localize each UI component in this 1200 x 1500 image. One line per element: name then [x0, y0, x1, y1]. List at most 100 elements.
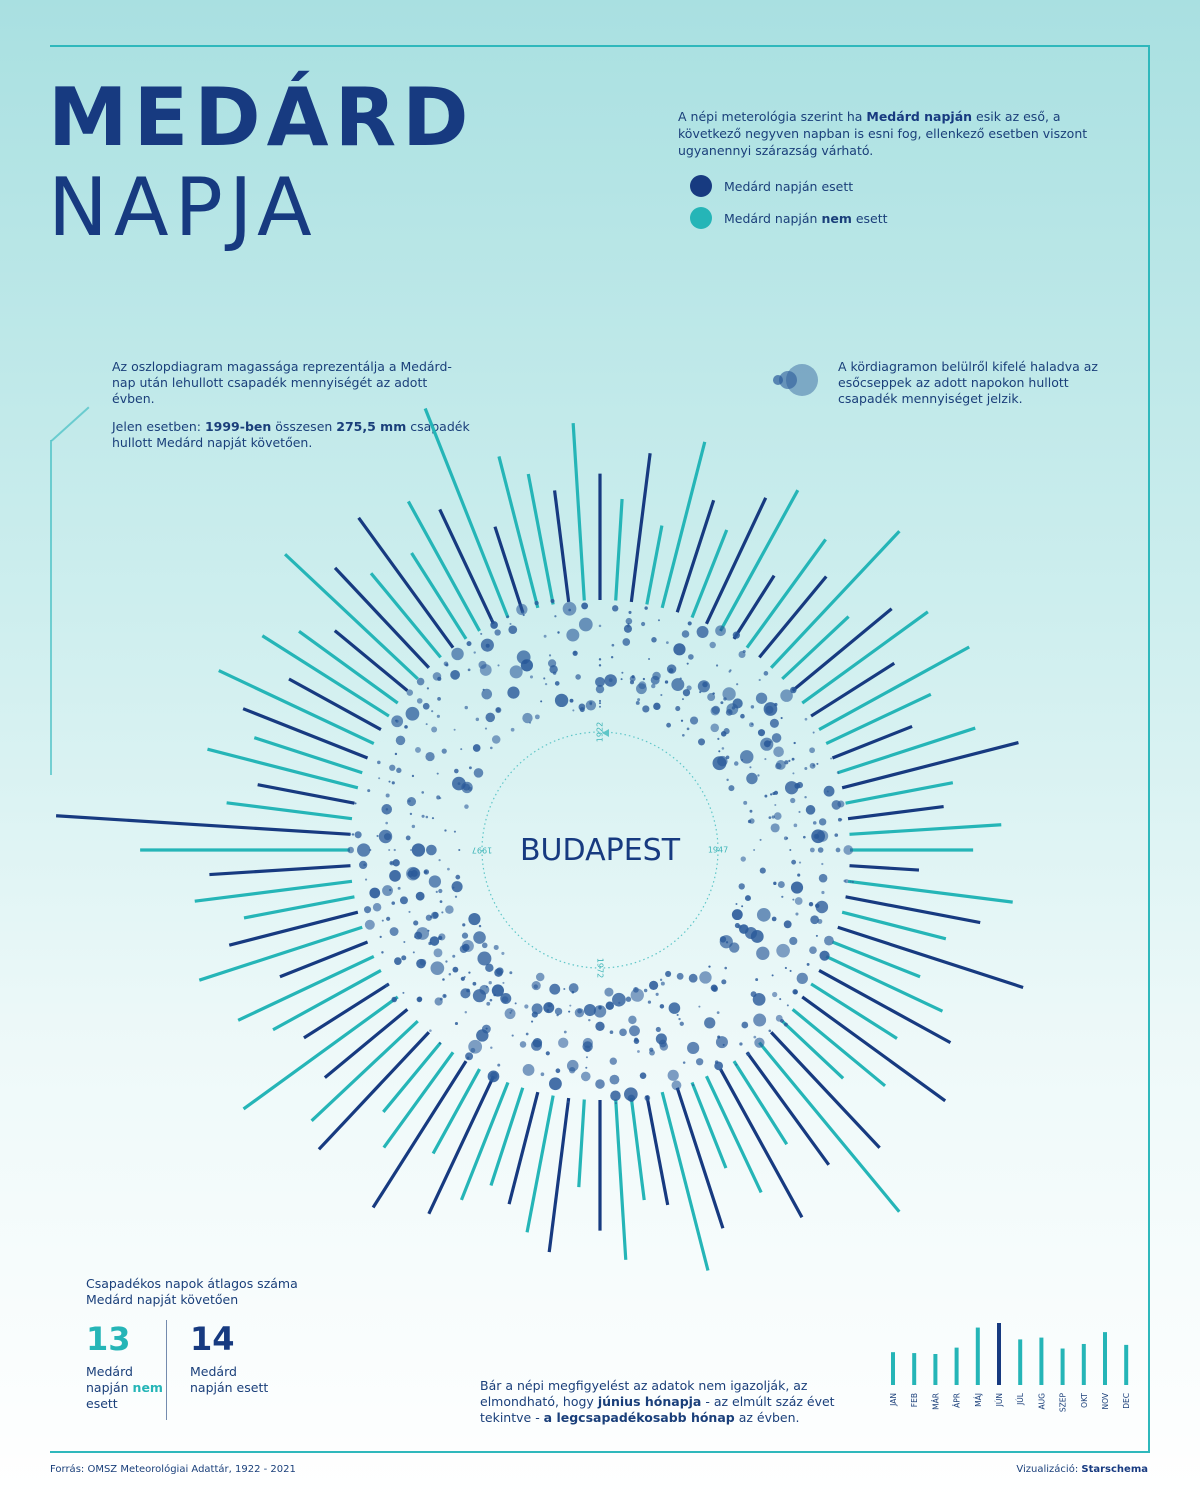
month-bar-JÚL: [1018, 1339, 1023, 1385]
raindrop: [763, 671, 769, 676]
raindrop: [639, 1072, 647, 1079]
raindrop: [725, 755, 730, 760]
raindrop: [425, 751, 435, 762]
raindrop: [740, 713, 745, 719]
month-bar-OKT: [1081, 1343, 1086, 1385]
note-bar-height-p1: Az oszlopdiagram magassága reprezentálja…: [112, 359, 452, 406]
raindrop: [793, 823, 798, 828]
raindrop: [555, 1068, 561, 1074]
raindrop: [563, 1030, 567, 1034]
raindrop: [771, 974, 774, 977]
raindrop: [835, 847, 841, 853]
raindrop: [507, 686, 520, 699]
raindrop: [728, 710, 732, 713]
raindrop: [776, 943, 790, 958]
radial-bar-2017: [493, 526, 525, 613]
raindrop: [659, 978, 663, 982]
raindrop: [753, 1013, 767, 1027]
raindrop: [388, 848, 391, 852]
raindrop: [391, 996, 397, 1003]
note-p2-amount: 275,5 mm: [336, 419, 407, 434]
raindrop: [425, 914, 433, 921]
raindrop: [779, 998, 782, 1001]
raindrop: [818, 818, 827, 826]
raindrop: [575, 674, 581, 680]
raindrop: [408, 867, 421, 880]
raindrop: [739, 924, 749, 934]
radial-bar-1989: [272, 969, 382, 1032]
raindrop: [390, 862, 393, 865]
raindrop: [549, 983, 561, 995]
radial-bar-1987: [242, 995, 399, 1111]
radial-bar-1940: [825, 692, 932, 746]
raindrop: [389, 888, 392, 892]
average-title: Csapadékos napok átlagos száma Medárd na…: [86, 1276, 298, 1307]
raindrop: [438, 888, 443, 894]
raindrop: [495, 707, 502, 714]
raindrop: [676, 1013, 679, 1017]
raindrop: [651, 637, 657, 643]
raindrop: [790, 881, 804, 894]
raindrop: [485, 712, 496, 723]
raindrop: [347, 846, 354, 854]
radial-bar-1950: [845, 895, 981, 925]
raindrop: [719, 628, 723, 632]
raindrop: [774, 803, 777, 807]
legend-no-rain-label: Medárd napján nem esett: [724, 211, 888, 226]
raindrop: [364, 906, 372, 914]
raindrop: [439, 1042, 442, 1045]
raindrop: [688, 973, 698, 983]
raindrop: [660, 981, 665, 986]
raindrop: [809, 747, 815, 754]
raindrop: [734, 922, 740, 929]
raindrop: [818, 873, 828, 883]
raindrop: [831, 800, 842, 810]
raindrop: [421, 791, 425, 794]
radial-bar-2006: [261, 634, 390, 718]
raindrop: [364, 878, 368, 881]
raindrop: [426, 687, 430, 690]
raindrop: [671, 1080, 682, 1091]
raindrop: [389, 927, 399, 936]
raindrop: [675, 705, 681, 712]
raindrop: [582, 1037, 593, 1049]
raindrop: [452, 966, 459, 973]
raindrop: [630, 988, 644, 1002]
raindrop: [756, 946, 770, 960]
raindrop: [367, 789, 371, 793]
legend-no-rain-pre: Medárd napján: [724, 210, 822, 226]
raindrop: [739, 1042, 743, 1046]
radial-bar-1926: [660, 441, 707, 609]
raindrop: [638, 681, 647, 690]
raindrop: [773, 881, 777, 886]
raindrop: [497, 1063, 501, 1067]
average-rain-value: 14: [190, 1320, 235, 1358]
raindrop: [735, 1063, 738, 1066]
radial-bar-1993: [228, 910, 359, 947]
june-note-post: az évben.: [734, 1410, 800, 1425]
raindrop: [691, 1083, 695, 1087]
month-bar-JÚN: [997, 1323, 1001, 1385]
raindrop: [750, 991, 757, 998]
raindrop: [429, 1029, 432, 1032]
raindrop: [437, 935, 443, 941]
raindrop: [849, 880, 852, 883]
raindrop: [354, 831, 362, 839]
raindrop: [472, 989, 487, 1003]
raindrop: [628, 610, 632, 614]
raindrop: [437, 697, 441, 701]
raindrop: [750, 705, 755, 709]
raindrop: [696, 626, 709, 638]
raindrop: [577, 1008, 583, 1014]
radial-bar-1944: [845, 781, 954, 805]
raindrop: [720, 701, 724, 705]
average-no-rain-pre: Medárd napján: [86, 1364, 133, 1395]
raindrop: [823, 785, 835, 797]
raindrop: [660, 693, 663, 697]
raindrop: [789, 936, 798, 946]
raindrop: [410, 848, 413, 852]
raindrop: [655, 1026, 661, 1033]
year-mark-1947: 1947: [708, 846, 728, 855]
raindrop: [475, 717, 480, 722]
radial-bar-1978: [459, 1081, 510, 1201]
